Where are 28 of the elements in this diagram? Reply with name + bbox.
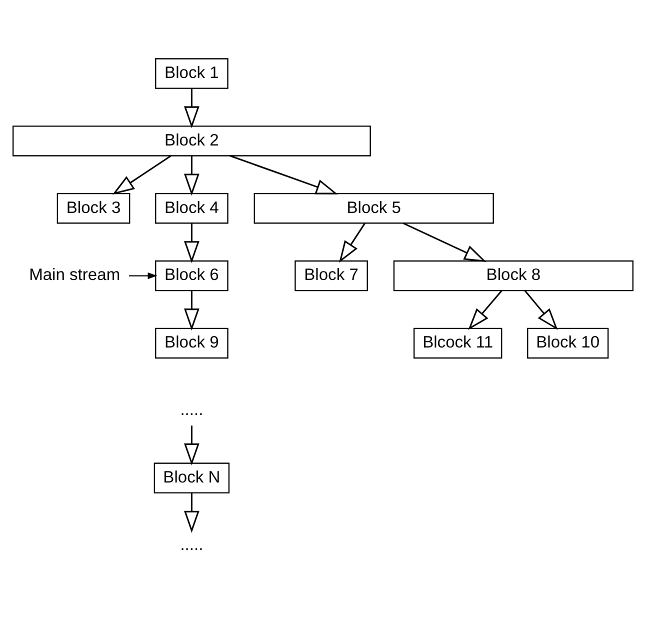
arrow	[184, 156, 200, 196]
arrow	[112, 155, 172, 195]
arrow	[184, 290, 200, 331]
arrow	[184, 223, 200, 264]
node-box: Block 6	[155, 260, 228, 292]
node-box: Block 10	[527, 328, 609, 359]
arrow	[184, 426, 200, 466]
node-box: Block 5	[254, 192, 494, 224]
node-box: Block 4	[155, 192, 228, 224]
node-text: .....	[180, 400, 204, 420]
node-box: Block 9	[155, 328, 228, 359]
arrow	[524, 290, 558, 330]
node-box: Block 7	[294, 260, 368, 292]
arrow	[230, 155, 338, 194]
node-box: Block 1	[155, 58, 228, 89]
node-box: Block 2	[12, 126, 371, 156]
node-text: Main stream	[29, 265, 120, 284]
arrow	[402, 222, 486, 262]
node-box: Block 3	[56, 192, 130, 224]
arrow	[468, 290, 502, 330]
arrow	[184, 88, 200, 128]
arrow	[184, 493, 200, 533]
node-box: Blcock 11	[413, 328, 502, 359]
arrow	[129, 272, 158, 280]
node-box: Block 8	[393, 260, 634, 292]
node-box: Block N	[154, 462, 230, 494]
arrow	[339, 222, 366, 263]
node-text: .....	[180, 534, 204, 554]
